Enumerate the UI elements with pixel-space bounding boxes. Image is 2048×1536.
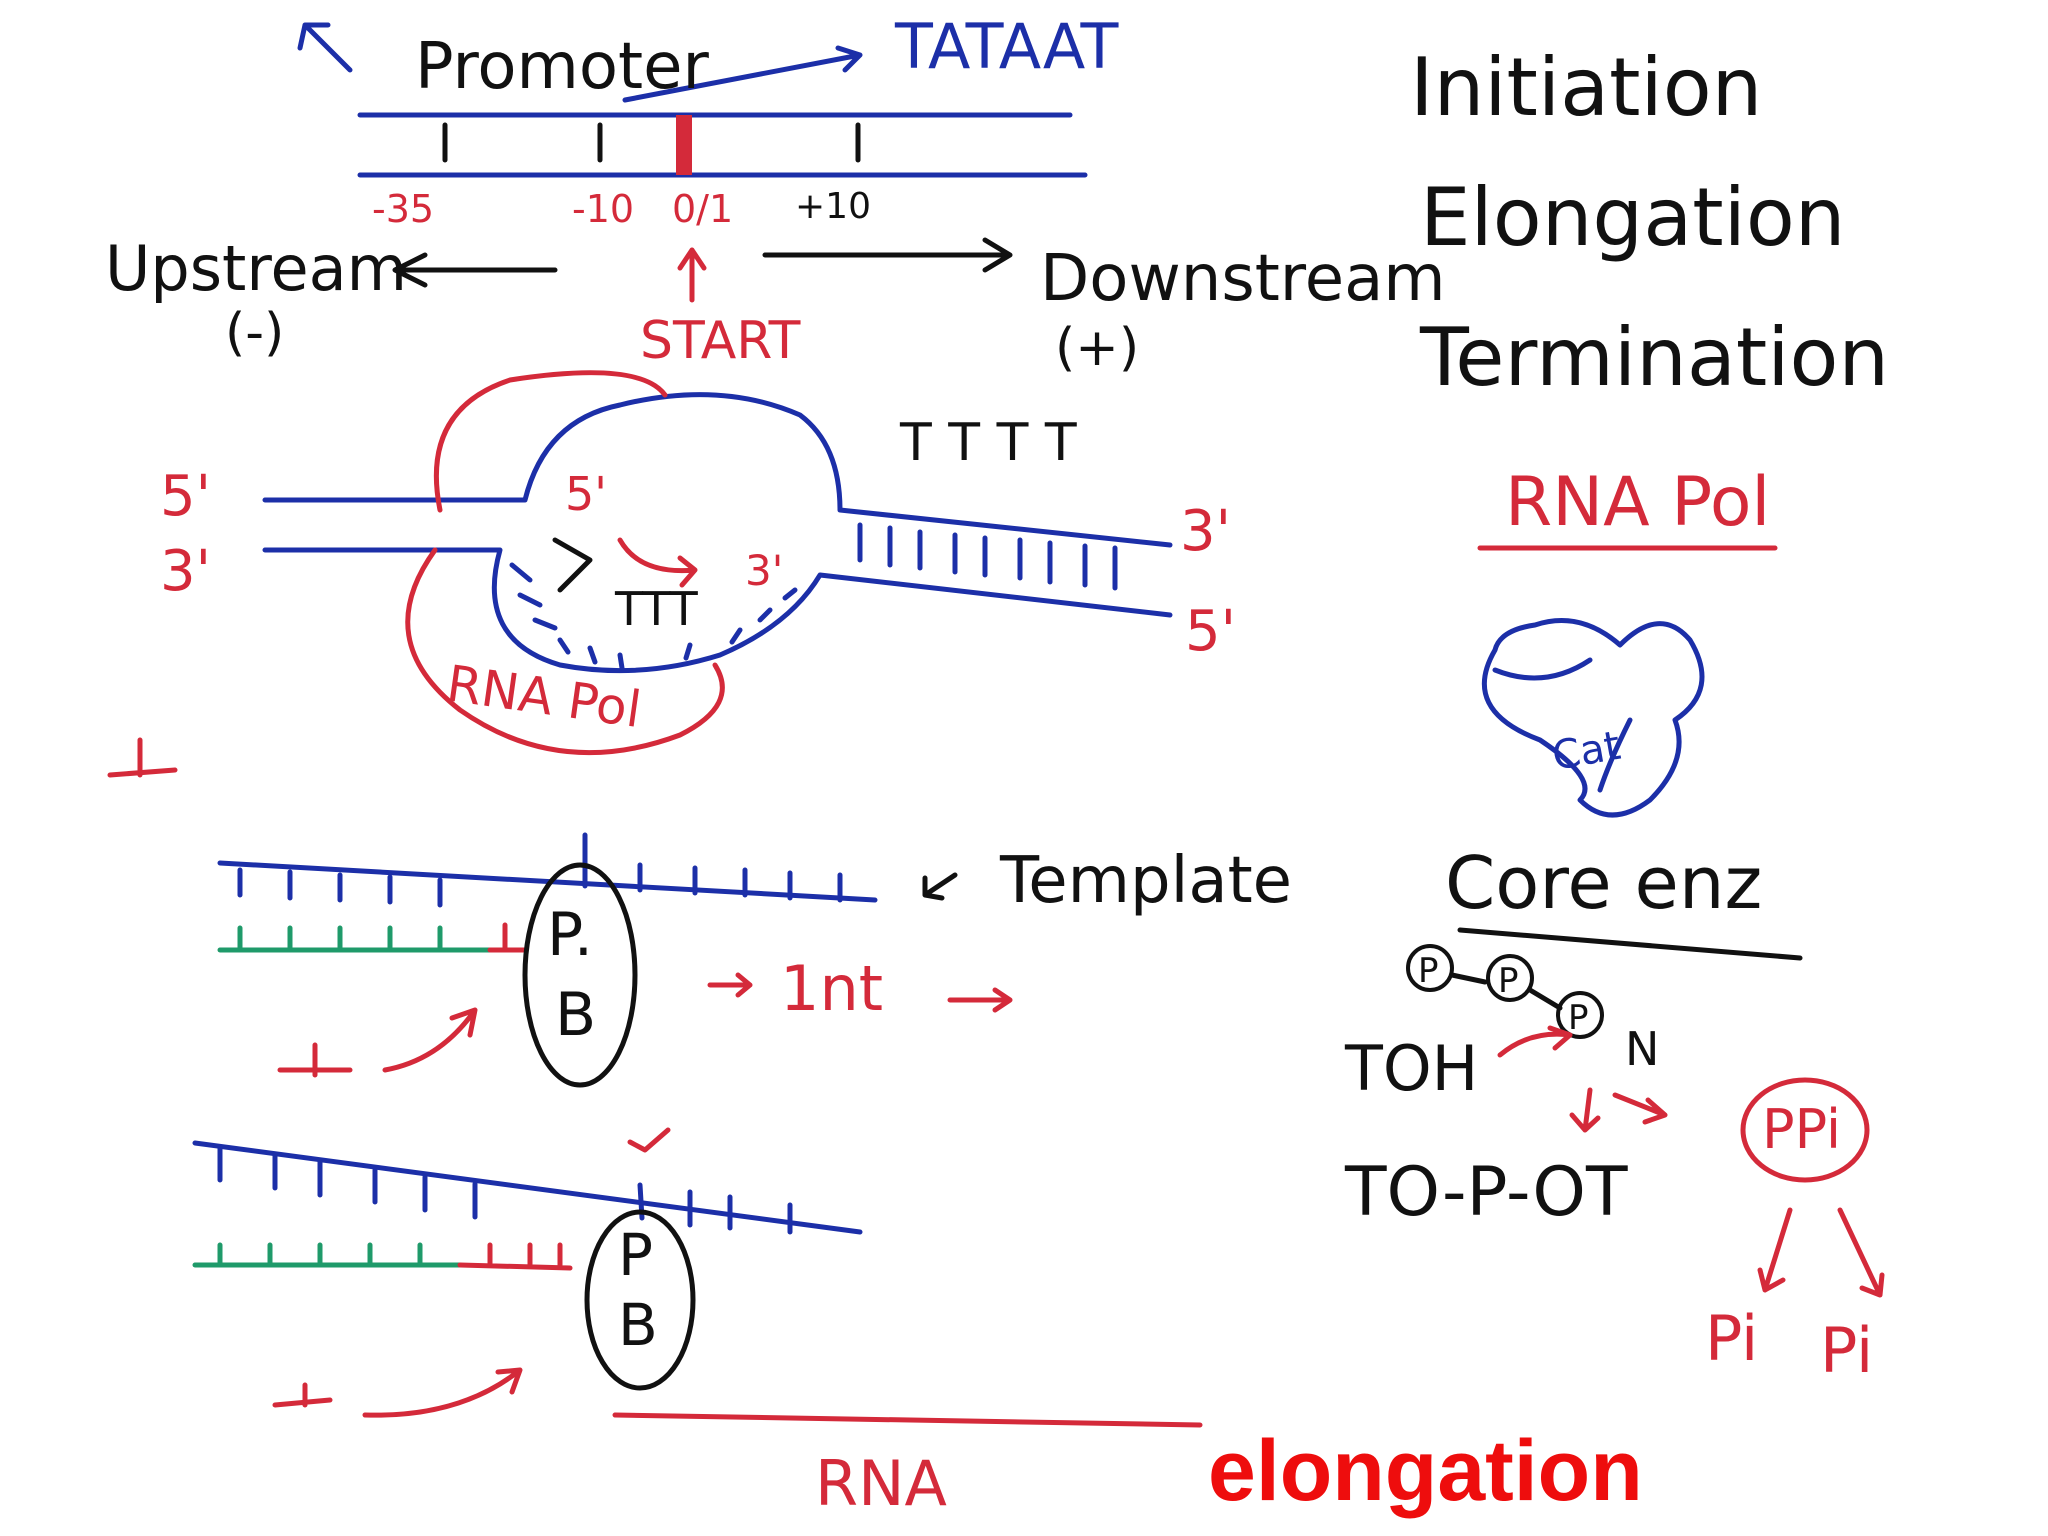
core-enz-underline: [1457, 927, 1803, 961]
rna-pol-lower-lobe: [405, 547, 725, 756]
template-strand-top: [217, 860, 878, 903]
core-enz-label: Core enz: [1445, 841, 1762, 925]
to-p-ot-label: TO-P-OT: [1344, 1153, 1628, 1232]
position-minus35: -35: [372, 187, 434, 231]
upstream-sign: (-): [225, 303, 284, 363]
stage-termination: Termination: [1419, 311, 1889, 404]
position-minus10: -10: [572, 187, 634, 231]
phosphate-circle-2: [1486, 954, 1534, 1002]
three-prime-inner-label: 3': [745, 546, 783, 595]
rna-pol-bubble-label: RNA Pol: [443, 654, 644, 739]
inner-t-mark: [552, 537, 593, 593]
down-arrow: [1569, 1087, 1601, 1133]
coding-strand: [262, 392, 1173, 548]
downstream-base-ticks: [857, 522, 1118, 591]
downstream-arrow: [762, 237, 1013, 273]
position-start: 0/1: [672, 187, 733, 231]
core-enzyme-panel: Core enz P P P TOH N PPi TO-P-OT Pi Pi: [1344, 841, 1885, 1387]
promoter-label: Promoter: [415, 30, 710, 104]
elongation-caption: elongation: [1208, 1423, 1643, 1519]
t-oh-label: TOH: [1344, 1032, 1478, 1105]
core-enzyme-shape: [1481, 618, 1705, 818]
promoter-section: Promoter TATAAT -35 -10 0/1 +10 Upstream…: [105, 10, 1446, 378]
rna-pol-title: RNA Pol: [1505, 463, 1770, 542]
template-pointer-arrow: [922, 872, 958, 901]
cat-label: Cat: [1549, 723, 1624, 780]
elongation-step-one: P. B 1nt Template: [217, 832, 1292, 1088]
stage-initiation: Initiation: [1410, 41, 1762, 134]
pi-left-label: Pi: [1705, 1302, 1758, 1375]
pi-split-arrow-right: [1837, 1207, 1885, 1298]
tataat-label: TATAAT: [894, 10, 1119, 83]
t-row-top: T T T T: [899, 413, 1077, 473]
start-marker: [676, 115, 692, 175]
incoming-arrow-top: [382, 1007, 478, 1073]
elongation-step-two: P B RNA: [192, 1127, 1203, 1520]
rna-pol-upper-lobe: [433, 370, 668, 513]
phosphate-circle-1: [1406, 944, 1454, 992]
inner-t-row: TTT: [614, 582, 699, 636]
pb-top-p: P.: [547, 900, 593, 970]
rna-pol-panel: RNA Pol Cat: [1477, 463, 1778, 818]
template-strand-bottom: [192, 1140, 863, 1235]
template-strand: [262, 547, 1173, 674]
three-prime-right-label: 3': [1180, 499, 1231, 564]
three-prime-left-label: 3': [160, 539, 211, 604]
pb-bottom-b: B: [618, 1291, 658, 1359]
position-plus10: +10: [795, 186, 871, 227]
rna-product-line: [612, 1412, 1203, 1428]
stray-mark: [107, 737, 178, 778]
stage-elongation: Elongation: [1420, 171, 1845, 264]
phosphate-label-2: P: [1498, 961, 1519, 1001]
phosphate-circle-3: [1556, 991, 1604, 1039]
pb-bottom-p: P: [618, 1221, 653, 1289]
attack-arrow: [1497, 1025, 1573, 1058]
five-prime-right-label: 5': [1185, 599, 1236, 664]
inner-rna-arrow: [617, 537, 698, 588]
upstream-label: Upstream: [105, 232, 407, 305]
ppi-release-arrow: [1612, 1092, 1668, 1125]
pi-split-arrow-left: [1757, 1207, 1793, 1293]
start-label: START: [640, 311, 801, 371]
promoter-to-tataat-arrow: [622, 45, 863, 103]
transcription-bubble: 5' 3' 5' 3' TTT T T T T 3' 5' RNA Pol: [160, 370, 1236, 756]
template-label: Template: [999, 844, 1292, 918]
upstream-arrow: [392, 252, 558, 288]
stage-list: Initiation Elongation Termination: [1410, 41, 1889, 404]
ppi-label: PPi: [1762, 1098, 1841, 1161]
incoming-nucleotide-top: [277, 1042, 353, 1078]
start-arrow: [677, 247, 707, 303]
five-prime-inner-label: 5': [565, 467, 607, 521]
phosphate-label-3: P: [1568, 998, 1589, 1038]
template-base-ticks: [509, 562, 798, 671]
downstream-sign: (+): [1055, 318, 1139, 378]
rna-label: RNA: [815, 1447, 947, 1520]
upstream-arrow-diagonal: [297, 22, 353, 73]
polymerase-blob-bottom: [584, 1209, 696, 1391]
downstream-label: Downstream: [1040, 242, 1446, 316]
incoming-arrow-bottom: [362, 1367, 523, 1418]
pb-top-b: B: [555, 980, 596, 1050]
check-mark: [627, 1127, 671, 1153]
pi-right-label: Pi: [1820, 1314, 1873, 1387]
five-prime-top-label: 5': [160, 464, 211, 529]
n-label: N: [1625, 1022, 1659, 1076]
polymerase-blob-top: [522, 862, 638, 1088]
incoming-nucleotide-bottom: [272, 1382, 333, 1408]
phosphate-label-1: P: [1418, 951, 1439, 991]
ppi-circle: [1740, 1077, 1870, 1183]
one-nt-label: 1nt: [780, 952, 883, 1025]
